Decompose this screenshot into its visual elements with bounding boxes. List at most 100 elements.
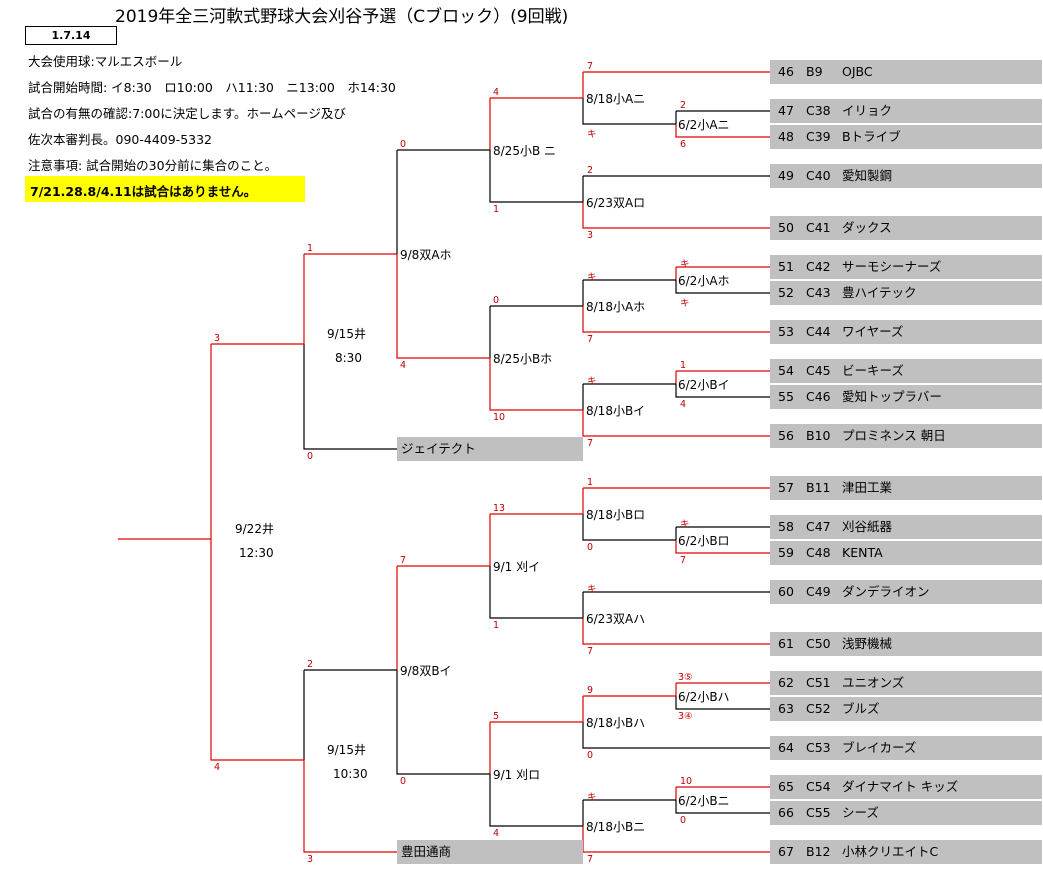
score: 4 <box>680 399 687 410</box>
score: 0 <box>587 542 594 553</box>
match-label: 6/23双Aロ <box>586 196 646 210</box>
score: 4 <box>400 360 407 371</box>
info-times: 試合開始時間: イ8:30 ロ10:00 ハ11:30 ニ13:00 ホ14:3… <box>28 80 396 95</box>
score: 7 <box>587 334 594 345</box>
score: キ <box>587 792 597 803</box>
score: 3④ <box>678 711 693 722</box>
warning-text: 7/21.28.8/4.11は試合はありません。 <box>30 184 257 199</box>
score: 1 <box>493 620 500 631</box>
match-label: 8/18小Bイ <box>586 404 646 418</box>
score: 0 <box>400 776 407 787</box>
r5-lines <box>303 253 397 853</box>
date-box: 1.7.14 <box>25 26 117 45</box>
score: 10 <box>680 776 693 787</box>
match-label: 6/2小Aホ <box>678 274 730 288</box>
match-label: 8/18小Bロ <box>586 508 646 522</box>
score: 4 <box>214 762 221 773</box>
score: 10 <box>493 412 506 423</box>
score: 3⑤ <box>678 672 693 683</box>
page-title: 2019年全三河軟式野球大会刈谷予選（Cブロック）(9回戦) <box>115 7 569 27</box>
score: 5 <box>493 711 500 722</box>
score: キ <box>680 298 690 309</box>
score: 0 <box>587 750 594 761</box>
score: キ <box>680 259 690 270</box>
match-label: 9/8双Aホ <box>400 248 452 262</box>
match-label: 6/2小Bニ <box>678 794 730 808</box>
score: キ <box>587 129 597 140</box>
match-label: 9/1 刈イ <box>493 560 541 574</box>
match-label: 8/25小B ニ <box>493 144 556 158</box>
info-confirm: 試合の有無の確認:7:00に決定します。ホームページ及び <box>28 106 346 121</box>
score: 2 <box>587 165 594 176</box>
match-label: 9/8双Bイ <box>400 664 452 678</box>
match-label: 6/23双Aハ <box>586 612 646 626</box>
score: 2 <box>680 100 687 111</box>
match-label: 8/18小Bハ <box>586 716 646 730</box>
r4-lines <box>396 149 490 775</box>
score: 4 <box>493 828 500 839</box>
match-label: 6/2小Bイ <box>678 378 730 392</box>
score: 0 <box>680 815 687 826</box>
score: キ <box>587 584 597 595</box>
match-label: 8/18小Aニ <box>586 92 646 106</box>
score: 7 <box>680 555 687 566</box>
score: キ <box>587 376 597 387</box>
match-time: 12:30 <box>239 546 274 560</box>
match-label: 9/22井 <box>235 522 274 536</box>
score: 9 <box>587 685 594 696</box>
seeded-team-toyota-tsusho: 豊田通商 <box>397 840 583 864</box>
match-label: 8/18小Bニ <box>586 820 646 834</box>
match-label: 8/18小Aホ <box>586 300 646 314</box>
score: 6 <box>680 139 687 150</box>
match-label: 9/15井 <box>327 327 366 341</box>
match-label: 8/25小Bホ <box>493 352 553 366</box>
info-contact: 佐次本審判長。090-4409-5332 <box>28 132 213 147</box>
info-note: 注意事項: 試合開始の30分前に集合のこと。 <box>28 158 278 173</box>
score: 0 <box>307 451 314 462</box>
score: 0 <box>493 295 500 306</box>
score: キ <box>680 519 690 530</box>
r2-lines <box>582 71 770 853</box>
score: 13 <box>493 503 506 514</box>
match-label: 6/2小Bハ <box>678 690 730 704</box>
info-ball: 大会使用球:マルエスボール <box>28 54 183 69</box>
score: 7 <box>587 646 594 657</box>
match-label: 9/1 刈ロ <box>493 768 541 782</box>
score: 1 <box>307 243 314 254</box>
match-label: 6/2小Aニ <box>678 118 730 132</box>
score: 0 <box>400 139 407 150</box>
match-label: 9/15井 <box>327 743 366 757</box>
score: 7 <box>587 854 594 865</box>
match-label: 6/2小Bロ <box>678 534 730 548</box>
score: 2 <box>307 659 314 670</box>
r3-lines <box>489 97 583 827</box>
score: 7 <box>400 555 407 566</box>
score: 1 <box>680 360 687 371</box>
r1-lines <box>675 110 770 814</box>
match-time: 8:30 <box>335 351 362 365</box>
score: 7 <box>587 438 594 449</box>
seeded-team-jtekt: ジェイテクト <box>397 437 583 461</box>
score: キ <box>587 272 597 283</box>
